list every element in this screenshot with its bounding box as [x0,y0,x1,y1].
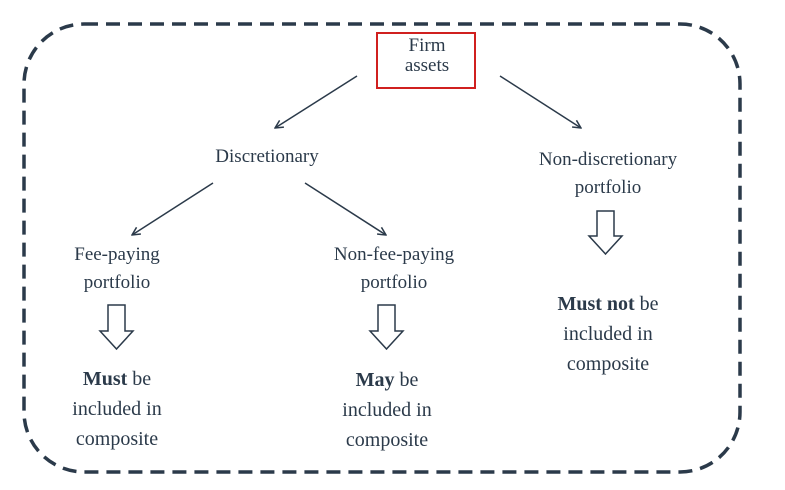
down-arrow-non-fee-paying [368,304,405,351]
down-arrow-non-discretionary [587,210,624,256]
non-discretionary-line2: portfolio [574,177,642,198]
outcome-non-discretionary-rest: be [634,293,659,315]
arrow-discretionary-to-non-fee-paying [304,182,386,235]
outcome-non-fee-paying-line1: May be [317,365,457,395]
fee-paying-node: Fee-paying portfolio [47,241,187,297]
outcome-fee-paying: Must be included in composite [47,364,187,454]
outcome-fee-paying-line3: composite [75,428,159,450]
non-fee-paying-line2: portfolio [360,272,428,293]
fee-paying-line2: portfolio [83,272,151,293]
non-fee-paying-node: Non-fee-paying portfolio [309,241,479,297]
outcome-non-discretionary-emphasis: Must not [557,293,635,315]
firm-assets-line1: Firm [408,35,446,56]
firm-assets-line2: assets [404,55,450,76]
non-discretionary-node: Non-discretionary portfolio [526,146,690,202]
non-fee-paying-line1: Non-fee-paying [333,244,455,265]
arrow-root-to-non-discretionary [499,75,581,128]
outcome-non-fee-paying-emphasis: May [355,369,395,391]
firm-assets-label: Firm assets [376,36,478,76]
arrow-discretionary-to-fee-paying [132,182,214,235]
dashed-frame [22,22,742,474]
outcome-non-fee-paying-line3: composite [345,429,429,451]
outcome-non-discretionary-line1: Must not be [528,289,688,319]
outcome-non-fee-paying-rest: be [394,369,419,391]
fee-paying-line1: Fee-paying [74,244,160,265]
outcome-fee-paying-rest: be [127,368,152,390]
discretionary-node: Discretionary [187,146,347,168]
outcome-non-fee-paying: May be included in composite [317,365,457,455]
outcome-non-fee-paying-line2: included in [342,399,432,421]
arrow-root-to-discretionary [275,75,358,128]
discretionary-label: Discretionary [215,146,319,167]
non-discretionary-line1: Non-discretionary [538,149,678,170]
outcome-non-discretionary-line3: composite [566,353,650,375]
outcome-fee-paying-line1: Must be [47,364,187,394]
outcome-non-discretionary-line2: included in [563,323,653,345]
outcome-fee-paying-line2: included in [72,398,162,420]
down-arrow-fee-paying [98,304,135,351]
outcome-fee-paying-emphasis: Must [82,368,128,390]
outcome-non-discretionary: Must not be included in composite [528,289,688,379]
firm-assets-box [376,32,476,89]
